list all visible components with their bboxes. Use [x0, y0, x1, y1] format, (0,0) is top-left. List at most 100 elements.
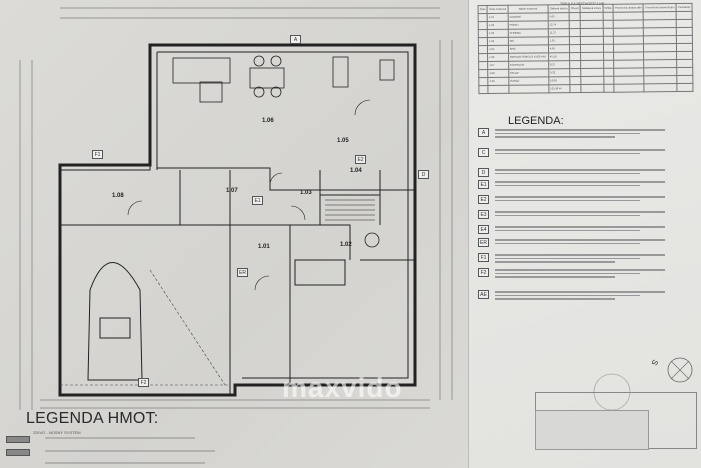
outer-walls [58, 43, 417, 397]
marker-e2: E2 [355, 155, 366, 164]
dimension-lines [19, 7, 453, 410]
table-cell: 1,91 [548, 36, 570, 45]
legend-description [495, 290, 665, 302]
legend-description [495, 268, 665, 280]
table-cell [677, 75, 693, 84]
table-cell [603, 44, 614, 53]
column-header: Nášlapná vrstva [580, 4, 603, 13]
table-cell [478, 21, 488, 30]
table-cell [478, 85, 489, 94]
legend-hmot-title: LEGENDA HMOT: [26, 410, 159, 427]
room-label: 1.08 [112, 193, 124, 199]
room-label: 1.02 [340, 242, 352, 248]
table-cell [580, 36, 604, 45]
table-cell: 1.04 [487, 37, 509, 46]
table-cell [478, 61, 488, 70]
table-cell [613, 83, 645, 93]
material-swatch [6, 449, 30, 456]
column-header: Poznámky [676, 3, 693, 12]
table-cell [569, 28, 581, 37]
column-header: Výška [602, 4, 614, 13]
legend-item: F2 [478, 268, 665, 280]
legend-item: E1 [478, 180, 665, 189]
column-header: Obvod [569, 4, 581, 13]
text-line [45, 437, 195, 439]
legend-description [495, 195, 665, 203]
table-cell [569, 68, 582, 77]
column-header: Číslo místnosti [487, 5, 508, 14]
legend-item: E2 [478, 195, 665, 204]
table-cell [478, 45, 488, 54]
floor-plan-drawing [19, 7, 453, 410]
table-cell: 5,60 [547, 12, 570, 21]
inner-walls [60, 51, 415, 395]
table-cell [569, 36, 581, 45]
table-total-row: 125,98 m² [478, 83, 693, 94]
legend-code: E1 [478, 180, 489, 189]
legend-description [495, 225, 665, 233]
table-cell [569, 12, 581, 21]
table-cell [488, 85, 509, 94]
legend-item: D [478, 168, 665, 177]
room-label: 1.04 [350, 168, 362, 174]
column-header: Číslo [478, 5, 488, 14]
table-cell [569, 20, 581, 29]
table-cell [602, 28, 614, 37]
table-cell [603, 84, 614, 93]
table-cell [581, 84, 604, 93]
table-cell [580, 28, 603, 37]
legend-item: C [478, 148, 665, 157]
legend-item: ER [478, 238, 665, 247]
marker-er: ER [237, 268, 248, 277]
table-cell [508, 84, 549, 94]
table-cell [603, 52, 614, 61]
table-cell [676, 43, 693, 52]
table-cell: 1.07 [487, 61, 509, 70]
table-cell: 45,18 [548, 52, 570, 61]
furniture [172, 55, 395, 248]
legend-description [495, 180, 665, 188]
legend-code: E4 [478, 225, 489, 234]
table-cell [603, 60, 614, 69]
room-table-title: TABULKA MÍSTNOSTÍ 1.NP [560, 2, 605, 6]
garage-door-line [60, 269, 230, 386]
table-cell [602, 20, 614, 29]
table-cell [602, 36, 614, 45]
table-cell: 1.02 [487, 21, 509, 30]
title-block-field [535, 410, 649, 450]
table-cell: 12,74 [548, 20, 570, 29]
legend-code: D [478, 168, 489, 177]
table-cell [580, 12, 603, 21]
table-cell [569, 60, 581, 69]
staircase [325, 199, 375, 221]
legend-code: C [478, 148, 489, 157]
table-cell [569, 52, 581, 61]
table-cell [676, 51, 693, 60]
table-cell: 125,98 m² [548, 84, 571, 93]
table-cell: 18,08 [548, 76, 571, 85]
room-table: Číslo Číslo místnosti Název místnosti Ce… [478, 3, 694, 94]
table-cell [603, 68, 614, 77]
table-cell: 11,27 [548, 28, 570, 37]
table-cell [569, 44, 581, 53]
watermark-logo: maxvido [282, 372, 403, 403]
marker-f1: F1 [92, 150, 103, 159]
marker-d: D [418, 170, 429, 179]
room-label: 1.07 [226, 188, 238, 194]
table-cell [570, 84, 582, 93]
legend-code: E3 [478, 210, 489, 219]
legend-sheet [468, 0, 701, 468]
text-line [45, 450, 215, 452]
table-cell [478, 77, 489, 86]
table-cell: 1.03 [487, 29, 509, 38]
table-cell: 1.08 [487, 69, 509, 78]
legend-code: A [478, 128, 489, 137]
material-swatch [6, 436, 30, 443]
legend-item: E3 [478, 210, 665, 219]
table-cell [602, 12, 614, 21]
table-cell [580, 44, 604, 53]
marker-f2: F2 [138, 378, 149, 387]
legend-description [495, 253, 665, 265]
table-cell [580, 52, 604, 61]
table-cell: 1.09 [488, 77, 509, 86]
